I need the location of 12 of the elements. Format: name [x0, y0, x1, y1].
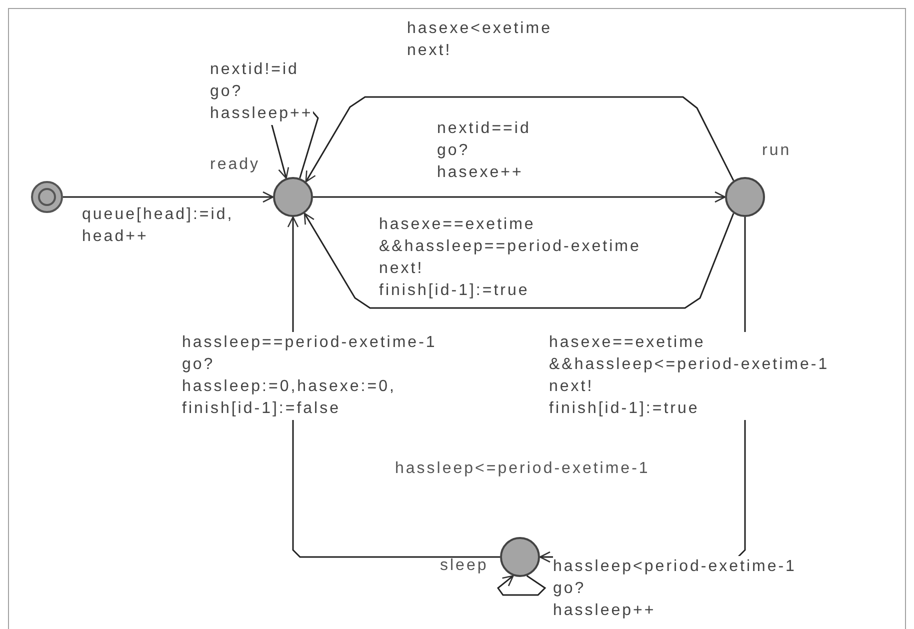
transition-arrow [63, 191, 274, 203]
edge-label: nextid!=id go? hassleep++ [210, 59, 313, 125]
transition-arrow [496, 575, 546, 596]
state-name: sleep [440, 556, 488, 576]
state-invariant: hassleep<=period-exetime-1 [395, 459, 650, 479]
transition-arrow [305, 96, 734, 182]
transition-arrow [313, 191, 726, 203]
state-name: ready [210, 155, 260, 175]
edge-label: hassleep==period-exetime-1 go? hassleep:=0,hasexe:=0, finish[id-1]:=false [182, 332, 437, 420]
edge-label: hasexe==exetime &&hassleep<=period-exetime-1 next! finish[id-1]:=true [549, 332, 830, 420]
state-name: run [762, 141, 792, 161]
transition-arrow [304, 212, 734, 309]
